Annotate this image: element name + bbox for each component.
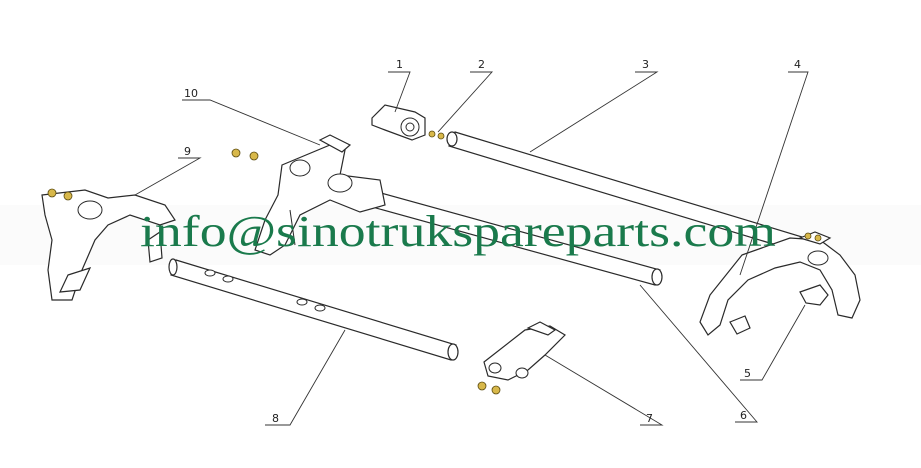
lock-pins-upper xyxy=(231,148,259,161)
callout-7: 7 xyxy=(646,412,653,425)
part-8-shift-rod xyxy=(168,258,459,361)
part-10-fork-bracket xyxy=(254,134,386,256)
callout-6: 6 xyxy=(740,409,747,422)
callout-3: 3 xyxy=(642,58,649,71)
part-9-shift-fork xyxy=(41,189,176,301)
callout-9: 9 xyxy=(184,145,191,158)
lock-pins-right xyxy=(804,232,822,242)
leader-lines xyxy=(134,71,809,426)
callout-2: 2 xyxy=(478,58,485,71)
part-5-block xyxy=(729,284,829,335)
callout-4: 4 xyxy=(794,58,801,71)
lock-pins-lower xyxy=(477,381,501,395)
callout-8: 8 xyxy=(272,412,279,425)
lock-pins-left xyxy=(47,188,73,201)
part-1-fork-head xyxy=(371,104,426,141)
callout-1: 1 xyxy=(396,58,403,71)
callout-10: 10 xyxy=(184,87,198,100)
part-7-bracket xyxy=(483,321,566,381)
callout-5: 5 xyxy=(744,367,751,380)
part-2-set-pins xyxy=(428,130,445,140)
watermark-email: info@sinotrukspareparts.com xyxy=(140,207,776,256)
